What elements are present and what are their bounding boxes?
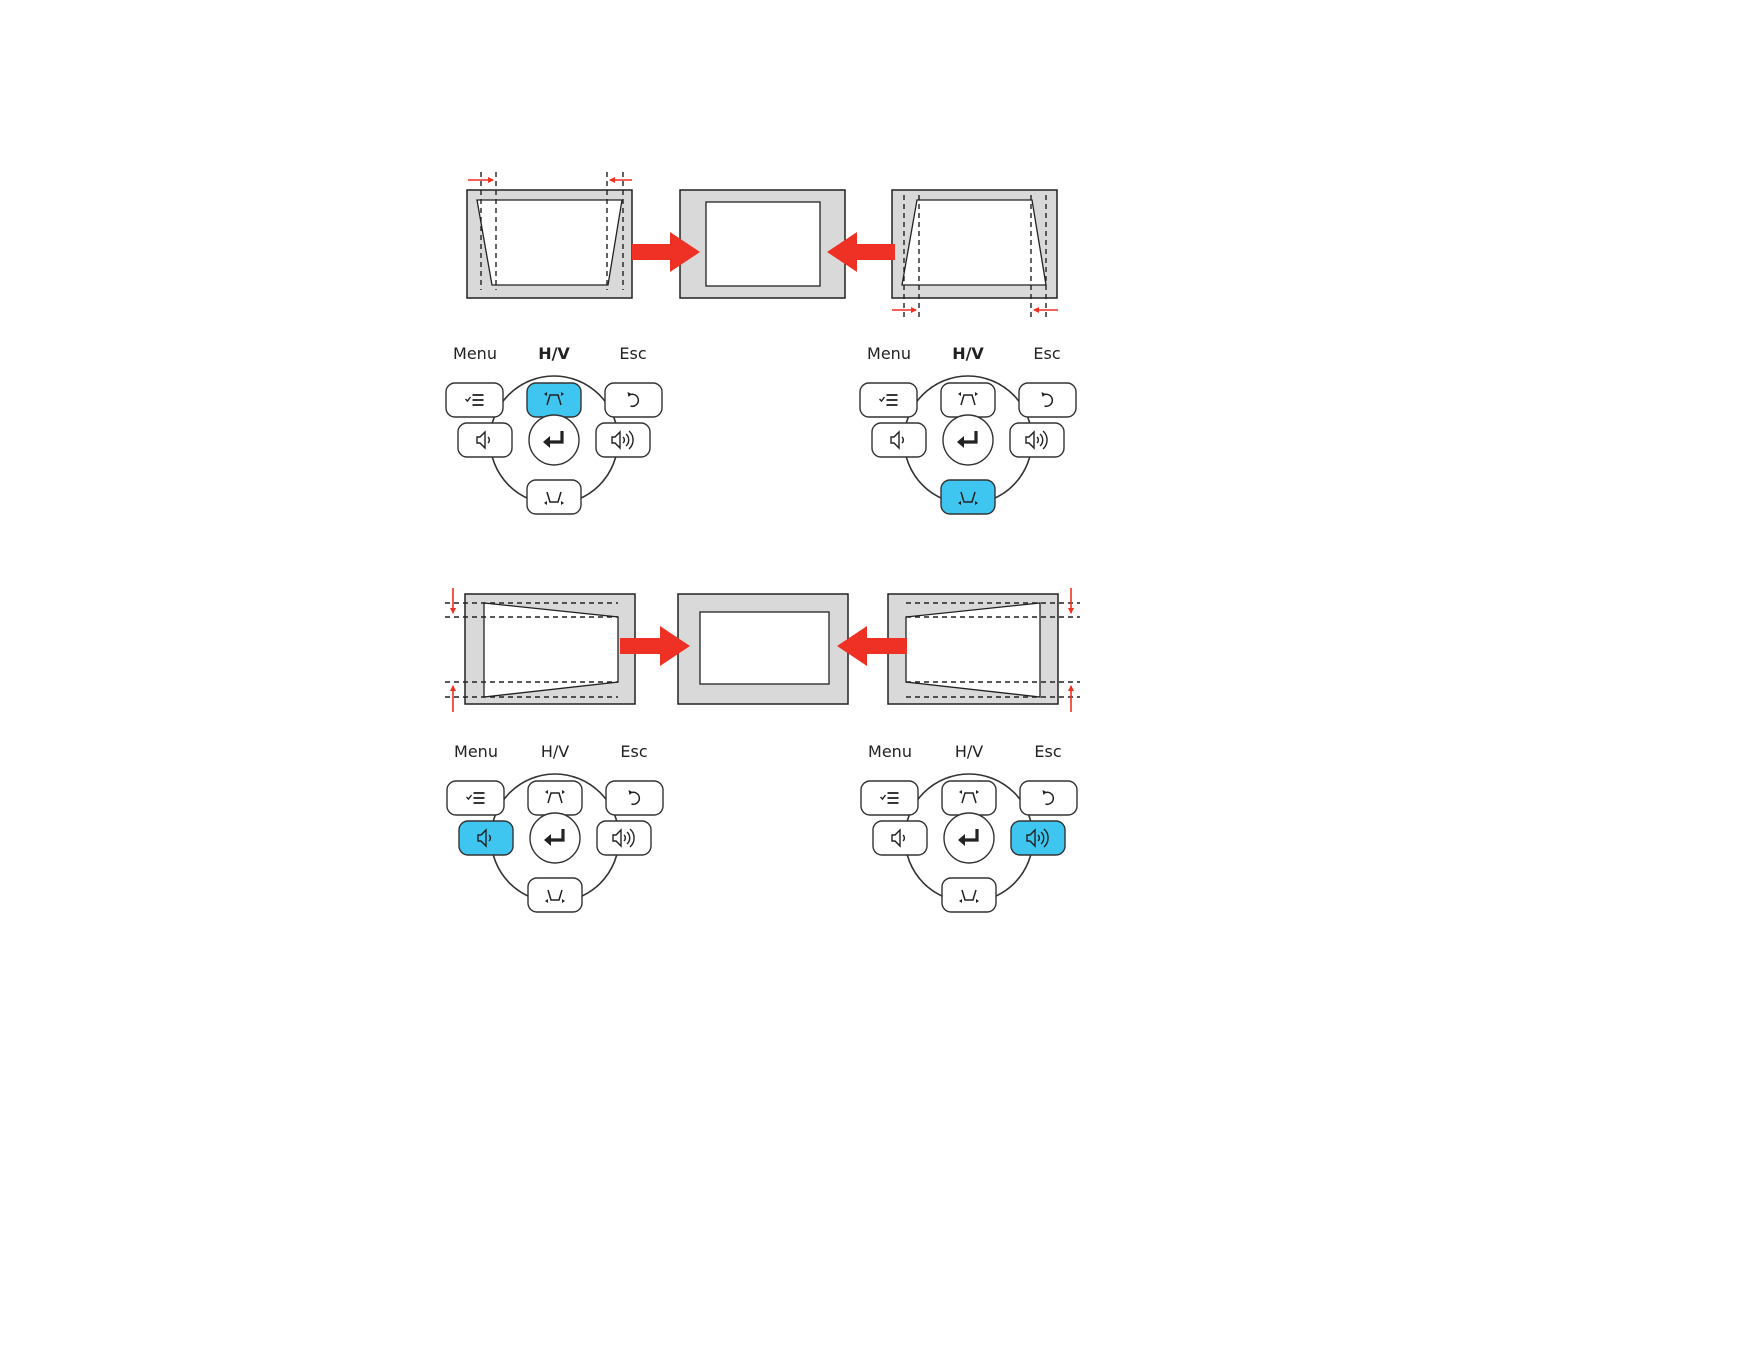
keystone-down-button[interactable] bbox=[942, 878, 996, 912]
enter-button[interactable] bbox=[529, 415, 579, 465]
volume-down-button[interactable] bbox=[872, 423, 926, 457]
hv-button[interactable] bbox=[528, 781, 582, 815]
control-panel-2: Menu H/V Esc bbox=[860, 344, 1076, 514]
esc-label: Esc bbox=[619, 344, 646, 363]
enter-button[interactable] bbox=[943, 415, 993, 465]
keystone-down-button[interactable] bbox=[528, 878, 582, 912]
volume-up-button[interactable] bbox=[1010, 423, 1064, 457]
screen-corrected-bottom bbox=[678, 594, 848, 704]
esc-button[interactable] bbox=[605, 383, 662, 417]
screen-row-vertical bbox=[467, 172, 1058, 318]
esc-label: Esc bbox=[620, 742, 647, 761]
hv-button[interactable] bbox=[941, 383, 995, 417]
menu-label: Menu bbox=[454, 742, 498, 761]
esc-label: Esc bbox=[1034, 742, 1061, 761]
volume-down-button[interactable] bbox=[873, 821, 927, 855]
screen-corrected-top bbox=[680, 190, 845, 298]
menu-button[interactable] bbox=[861, 781, 918, 815]
hv-label: H/V bbox=[955, 742, 983, 761]
control-panel-3: Menu H/V Esc bbox=[447, 742, 663, 912]
volume-down-button[interactable] bbox=[459, 821, 513, 855]
volume-up-button[interactable] bbox=[597, 821, 651, 855]
screen-keystone-right-tall bbox=[888, 588, 1080, 712]
hv-label: H/V bbox=[541, 742, 569, 761]
control-panel-4: Menu H/V Esc bbox=[861, 742, 1077, 912]
volume-down-button[interactable] bbox=[458, 423, 512, 457]
hv-button[interactable] bbox=[942, 781, 996, 815]
esc-button[interactable] bbox=[1019, 383, 1076, 417]
esc-button[interactable] bbox=[606, 781, 663, 815]
enter-button[interactable] bbox=[944, 813, 994, 863]
hv-button[interactable] bbox=[527, 383, 581, 417]
screen-keystone-bottom-wide bbox=[892, 190, 1058, 318]
menu-button[interactable] bbox=[860, 383, 917, 417]
menu-button[interactable] bbox=[446, 383, 503, 417]
menu-label: Menu bbox=[867, 344, 911, 363]
keystone-down-button[interactable] bbox=[527, 480, 581, 514]
keystone-down-button[interactable] bbox=[941, 480, 995, 514]
hv-label: H/V bbox=[952, 344, 984, 363]
enter-button[interactable] bbox=[530, 813, 580, 863]
screen-row-horizontal bbox=[445, 588, 1080, 712]
esc-button[interactable] bbox=[1020, 781, 1077, 815]
esc-label: Esc bbox=[1033, 344, 1060, 363]
screen-keystone-left-tall bbox=[445, 588, 635, 712]
volume-up-button[interactable] bbox=[1011, 821, 1065, 855]
menu-label: Menu bbox=[453, 344, 497, 363]
menu-button[interactable] bbox=[447, 781, 504, 815]
volume-up-button[interactable] bbox=[596, 423, 650, 457]
control-panel-1: Menu H/V Esc bbox=[446, 344, 662, 514]
hv-label: H/V bbox=[538, 344, 570, 363]
menu-label: Menu bbox=[868, 742, 912, 761]
screen-keystone-top-wide bbox=[467, 172, 632, 298]
